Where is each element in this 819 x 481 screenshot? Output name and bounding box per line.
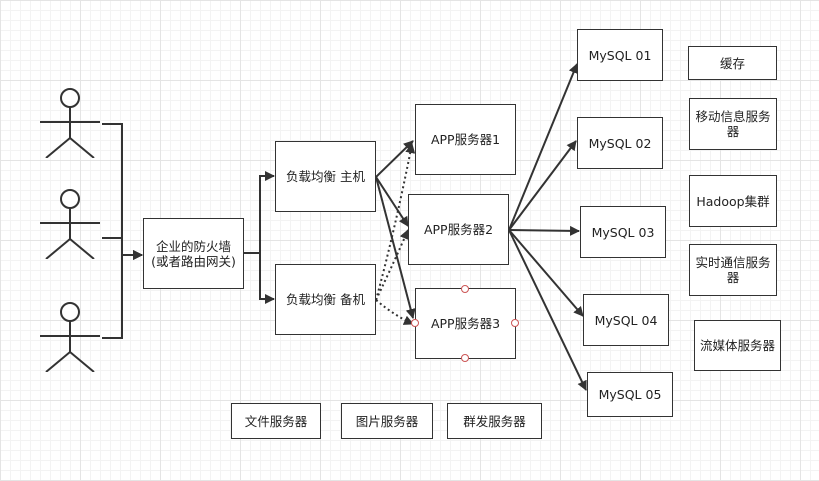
bulk-server-label: 群发服务器 (463, 413, 526, 429)
mysql-02-node[interactable]: MySQL 02 (577, 117, 663, 169)
streaming-server-node[interactable]: 流媒体服务器 (694, 320, 781, 371)
image-server-label: 图片服务器 (355, 413, 419, 429)
mobile-server-node[interactable]: 移动信息服务器 (689, 98, 777, 150)
edge-lbbackup-app1 (375, 143, 416, 301)
cache-node[interactable]: 缓存 (688, 46, 777, 80)
hadoop-node[interactable]: Hadoop集群 (689, 175, 777, 227)
mysql-02-label: MySQL 02 (588, 135, 652, 151)
realtime-server-node[interactable]: 实时通信服务器 (689, 244, 777, 296)
mysql-01-label: MySQL 01 (588, 47, 652, 63)
app-server-3-label: APP服务器3 (430, 316, 501, 331)
selection-handle-left[interactable] (411, 319, 419, 327)
user-actor-1 (40, 88, 100, 158)
app-server-2-label: APP服务器2 (423, 222, 494, 237)
firewall-node[interactable]: 企业的防火墙(或者路由网关) (143, 218, 244, 289)
edge-app2-mysql4 (508, 229, 584, 317)
firewall-label: 企业的防火墙(或者路由网关) (151, 238, 236, 269)
file-server-node[interactable]: 文件服务器 (231, 403, 321, 439)
edge-app2-mysql2 (508, 140, 577, 231)
lb-backup-label: 负载均衡 备机 (286, 292, 365, 307)
selection-handle-right[interactable] (511, 319, 519, 327)
edge-user3-firewall (102, 250, 143, 339)
edge-firewall-lbbackup (244, 252, 275, 304)
app-server-2-node[interactable]: APP服务器2 (408, 194, 509, 265)
edge-app2-mysql1 (508, 63, 579, 231)
mysql-04-label: MySQL 04 (594, 312, 658, 328)
edge-lbbackup-app2 (375, 229, 410, 301)
edge-lbmain-app1 (375, 140, 414, 178)
mysql-01-node[interactable]: MySQL 01 (577, 29, 663, 81)
cache-label: 缓存 (719, 55, 745, 71)
bulk-server-node[interactable]: 群发服务器 (447, 403, 542, 439)
streaming-server-label: 流媒体服务器 (699, 338, 775, 353)
edge-app2-mysql5 (508, 229, 587, 391)
image-server-node[interactable]: 图片服务器 (341, 403, 433, 439)
edge-firewall-lbmain (244, 171, 275, 254)
lb-backup-node[interactable]: 负载均衡 备机 (275, 264, 376, 335)
lb-main-node[interactable]: 负载均衡 主机 (275, 141, 376, 212)
mysql-03-node[interactable]: MySQL 03 (580, 206, 666, 258)
selection-handle-bottom[interactable] (461, 354, 469, 362)
edge-lbmain-app3 (375, 176, 416, 319)
mysql-05-label: MySQL 05 (598, 387, 662, 402)
mysql-04-node[interactable]: MySQL 04 (583, 294, 669, 346)
edge-app2-mysql3 (508, 225, 580, 236)
lb-main-label: 负载均衡 主机 (286, 169, 365, 184)
mobile-server-label: 移动信息服务器 (695, 109, 771, 139)
app-server-1-node[interactable]: APP服务器1 (415, 104, 516, 175)
realtime-server-label: 实时通信服务器 (695, 255, 771, 285)
edge-user1-firewall (102, 123, 143, 260)
edge-user2-firewall (102, 237, 143, 260)
mysql-03-label: MySQL 03 (591, 224, 655, 240)
mysql-05-node[interactable]: MySQL 05 (587, 372, 673, 417)
edge-lbbackup-app3 (375, 299, 414, 325)
user-actor-2 (40, 189, 100, 259)
user-actor-3 (40, 302, 100, 372)
app-server-1-label: APP服务器1 (430, 132, 501, 147)
edge-lbmain-app2 (375, 176, 409, 227)
hadoop-label: Hadoop集群 (696, 193, 770, 209)
file-server-label: 文件服务器 (244, 413, 308, 429)
selection-handle-top[interactable] (461, 285, 469, 293)
app-server-3-node[interactable]: APP服务器3 (415, 288, 516, 359)
